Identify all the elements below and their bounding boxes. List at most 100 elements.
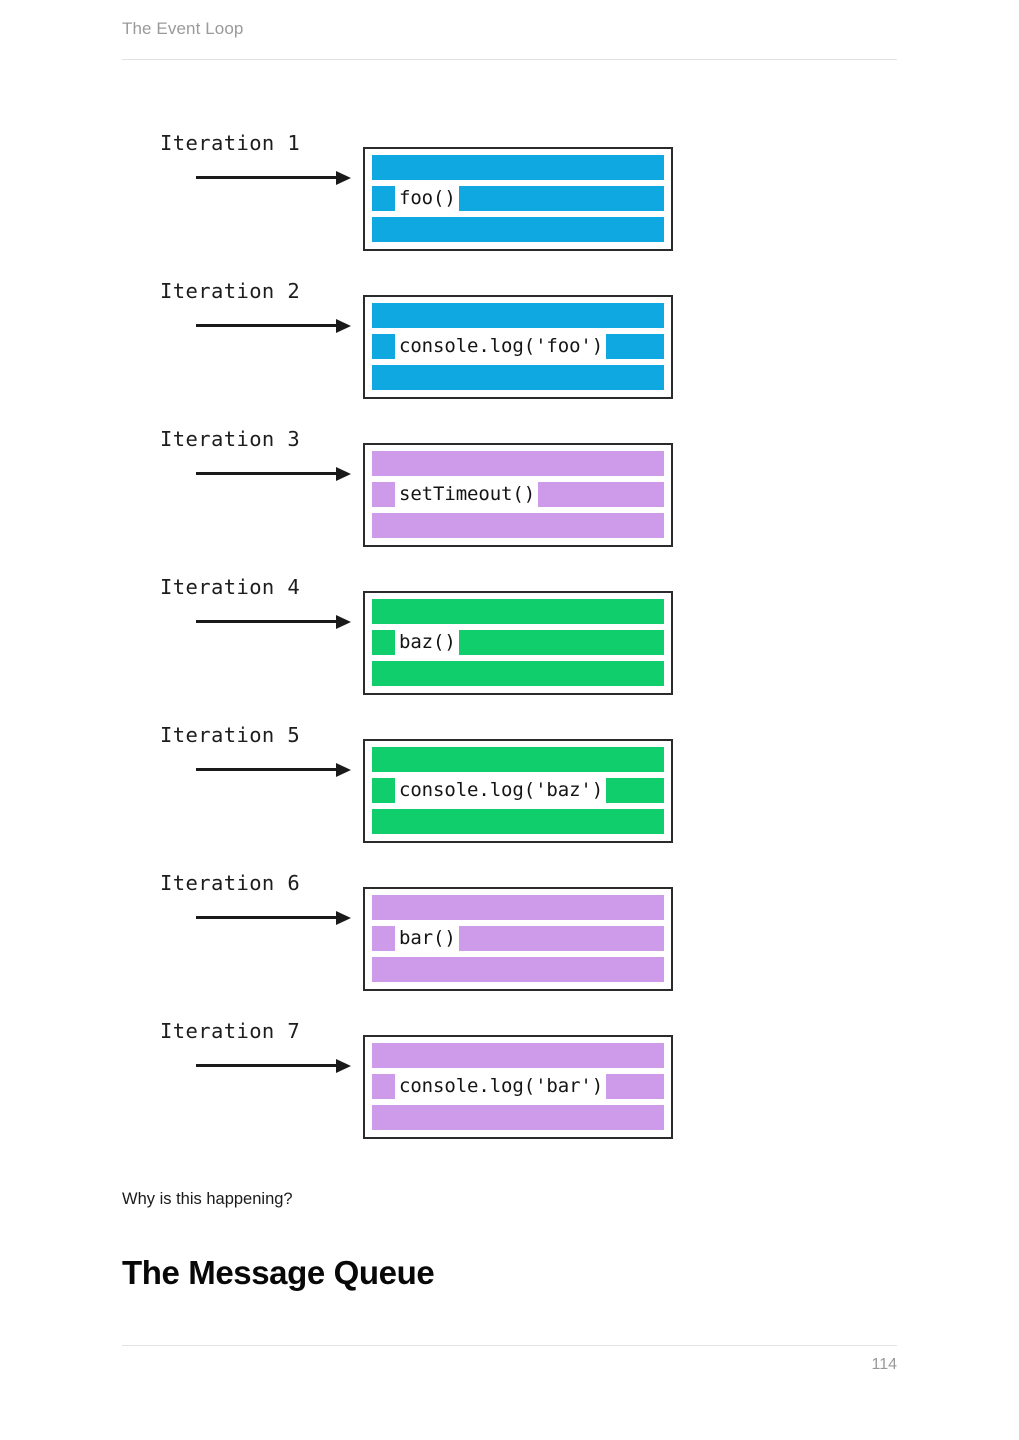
call-stack-box: foo() xyxy=(363,147,673,251)
arrow-head xyxy=(336,467,351,481)
iteration-caption: Iteration 7 xyxy=(160,1021,360,1081)
stack-frame-bottom xyxy=(372,1105,664,1130)
arrow-shaft xyxy=(196,472,342,475)
arrow-shaft xyxy=(196,324,342,327)
arrow-head xyxy=(336,171,351,185)
code-text: baz() xyxy=(399,631,456,653)
arrow-icon xyxy=(196,911,354,925)
code-plate: console.log('bar') xyxy=(395,1074,607,1099)
stack-frame-top xyxy=(372,1043,664,1068)
arrow-head xyxy=(336,911,351,925)
frame-tail xyxy=(606,778,664,803)
iteration-caption: Iteration 5 xyxy=(160,725,360,785)
iteration-caption: Iteration 1 xyxy=(160,133,360,193)
call-stack-box: console.log('baz') xyxy=(363,739,673,843)
event-loop-iterations-figure: Iteration 1 foo() Iteration 2 console.log('… xyxy=(0,133,1019,1169)
section-heading: The Message Queue xyxy=(122,1254,435,1291)
iteration-row: Iteration 5 console.log('baz') xyxy=(0,725,1019,873)
stack-frame-bottom xyxy=(372,809,664,834)
iteration-row: Iteration 3 setTimeout() xyxy=(0,429,1019,577)
arrow-shaft xyxy=(196,916,342,919)
iteration-caption: Iteration 4 xyxy=(160,577,360,637)
iteration-label: Iteration 1 xyxy=(160,131,301,155)
stack-frame-active: foo() xyxy=(372,186,664,211)
code-plate: setTimeout() xyxy=(395,482,539,507)
stack-frame-top xyxy=(372,895,664,920)
stack-frame-active: setTimeout() xyxy=(372,482,664,507)
code-text: console.log('baz') xyxy=(399,779,604,801)
iteration-caption: Iteration 6 xyxy=(160,873,360,933)
header-title: The Event Loop xyxy=(122,19,244,38)
stack-frame-active: baz() xyxy=(372,630,664,655)
iteration-label: Iteration 2 xyxy=(160,279,301,303)
frame-stub xyxy=(372,630,395,655)
frame-stub xyxy=(372,1074,395,1099)
page-number: 114 xyxy=(871,1356,897,1373)
stack-frame-top xyxy=(372,303,664,328)
running-header: The Event Loop xyxy=(122,20,897,60)
call-stack-box: bar() xyxy=(363,887,673,991)
code-plate: bar() xyxy=(395,926,459,951)
iteration-label: Iteration 6 xyxy=(160,871,301,895)
arrow-icon xyxy=(196,763,354,777)
frame-tail xyxy=(538,482,664,507)
stack-frame-bottom xyxy=(372,365,664,390)
stack-frame-bottom xyxy=(372,217,664,242)
frame-stub xyxy=(372,334,395,359)
arrow-icon xyxy=(196,171,354,185)
header-divider xyxy=(122,59,897,60)
frame-tail xyxy=(458,926,664,951)
frame-stub xyxy=(372,778,395,803)
arrow-head xyxy=(336,1059,351,1073)
arrow-icon xyxy=(196,1059,354,1073)
code-text: bar() xyxy=(399,927,456,949)
iteration-label: Iteration 3 xyxy=(160,427,301,451)
iteration-label: Iteration 7 xyxy=(160,1019,301,1043)
iteration-row: Iteration 1 foo() xyxy=(0,133,1019,281)
stack-frame-top xyxy=(372,747,664,772)
stack-frame-active: console.log('baz') xyxy=(372,778,664,803)
arrow-shaft xyxy=(196,176,342,179)
arrow-shaft xyxy=(196,620,342,623)
iteration-label: Iteration 5 xyxy=(160,723,301,747)
arrow-shaft xyxy=(196,768,342,771)
stack-frames: setTimeout() xyxy=(372,451,664,539)
stack-frame-active: bar() xyxy=(372,926,664,951)
stack-frame-bottom xyxy=(372,513,664,538)
call-stack-box: console.log('bar') xyxy=(363,1035,673,1139)
arrow-icon xyxy=(196,467,354,481)
code-text: setTimeout() xyxy=(399,483,536,505)
stack-frames: console.log('foo') xyxy=(372,303,664,391)
iteration-caption: Iteration 2 xyxy=(160,281,360,341)
stack-frame-top xyxy=(372,155,664,180)
stack-frames: bar() xyxy=(372,895,664,983)
call-stack-box: console.log('foo') xyxy=(363,295,673,399)
footer-divider xyxy=(122,1345,897,1346)
iteration-caption: Iteration 3 xyxy=(160,429,360,489)
arrow-head xyxy=(336,763,351,777)
iteration-row: Iteration 6 bar() xyxy=(0,873,1019,1021)
arrow-head xyxy=(336,319,351,333)
call-stack-box: baz() xyxy=(363,591,673,695)
iteration-label: Iteration 4 xyxy=(160,575,301,599)
iteration-row: Iteration 2 console.log('foo') xyxy=(0,281,1019,429)
frame-stub xyxy=(372,186,395,211)
code-plate: baz() xyxy=(395,630,459,655)
stack-frames: console.log('bar') xyxy=(372,1043,664,1131)
frame-tail xyxy=(458,630,664,655)
frame-tail xyxy=(606,334,664,359)
stack-frames: console.log('baz') xyxy=(372,747,664,835)
body-paragraph: Why is this happening? xyxy=(122,1190,293,1208)
frame-tail xyxy=(458,186,664,211)
code-text: foo() xyxy=(399,187,456,209)
stack-frame-bottom xyxy=(372,661,664,686)
stack-frame-top xyxy=(372,451,664,476)
arrow-icon xyxy=(196,615,354,629)
arrow-icon xyxy=(196,319,354,333)
code-plate: console.log('foo') xyxy=(395,334,607,359)
code-plate: console.log('baz') xyxy=(395,778,607,803)
call-stack-box: setTimeout() xyxy=(363,443,673,547)
code-plate: foo() xyxy=(395,186,459,211)
code-text: console.log('bar') xyxy=(399,1075,604,1097)
